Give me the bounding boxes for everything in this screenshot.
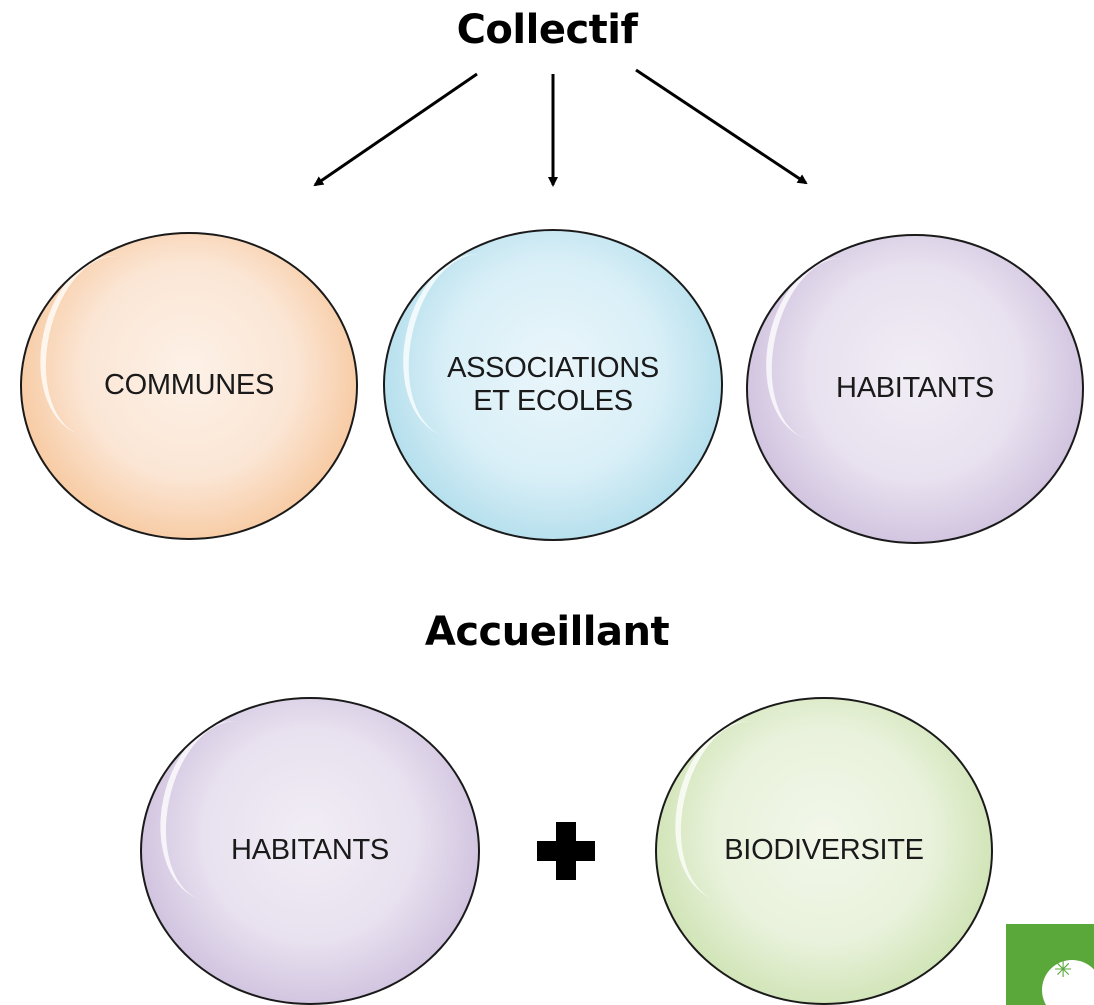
bubble-biodiversite-label: BIODIVERSITE (724, 834, 924, 867)
bubble-habitants-collectif: HABITANTS (746, 234, 1084, 544)
bubble-habitants-accueillant-label: HABITANTS (231, 834, 389, 867)
plus-icon (537, 822, 595, 880)
bubble-communes-label: COMMUNES (104, 369, 274, 402)
bubble-habitants-collectif-label: HABITANTS (836, 372, 994, 405)
heading-collectif: Collectif (456, 7, 638, 53)
arrow-left (313, 72, 478, 187)
bubble-biodiversite: BIODIVERSITE (655, 697, 993, 1005)
bubble-habitants-accueillant: HABITANTS (140, 697, 480, 1005)
arrow-right (635, 68, 808, 185)
heading-accueillant: Accueillant (424, 609, 670, 655)
star-logo-icon: ✳ (1006, 924, 1094, 1005)
bubble-associations-et-ecoles: ASSOCIATIONS ET ECOLES (383, 229, 723, 541)
bubble-associations-label: ASSOCIATIONS ET ECOLES (447, 351, 659, 417)
bubble-communes: COMMUNES (20, 232, 358, 540)
